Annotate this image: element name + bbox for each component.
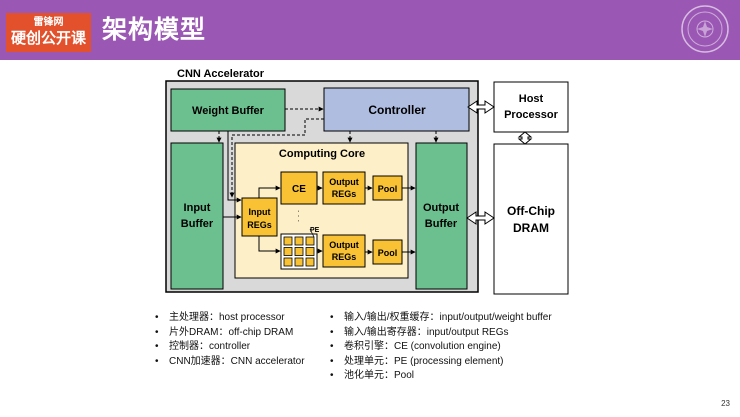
output-buffer-label-line1: Output — [423, 202, 459, 214]
logo-line1: 雷锋网 — [33, 17, 64, 28]
host-label-line2: Processor — [504, 109, 559, 121]
input-buffer-label-line2: Buffer — [181, 218, 214, 230]
list-item: 池化单元：Pool — [330, 369, 552, 384]
dram-label-line1: Off-Chip — [507, 204, 555, 218]
data-path-arrows — [223, 131, 416, 255]
notes-left: 主处理器：host processor 片外DRAM：off-chip DRAM… — [155, 311, 305, 369]
ce-block — [280, 171, 318, 205]
weight-buffer-label: Weight Buffer — [192, 105, 265, 117]
page-number: 23 — [721, 399, 730, 408]
input-buffer — [170, 142, 224, 290]
pool-bottom-label: Pool — [378, 248, 398, 258]
brand-logo: 雷锋网 硬创公开课 — [6, 13, 91, 52]
list-item: 处理单元：PE (processing element) — [330, 355, 552, 370]
controller-label: Controller — [368, 103, 426, 117]
logo-line2: 硬创公开课 — [10, 30, 86, 47]
input-regs — [241, 197, 278, 237]
weight-buffer — [170, 88, 286, 132]
output-regs-top-line1: Output — [329, 177, 359, 187]
output-regs-bottom — [322, 234, 366, 268]
list-item: 主处理器：host processor — [155, 311, 305, 326]
control-lines — [216, 106, 439, 198]
list-item: 卷积引擎：CE (convolution engine) — [330, 340, 552, 355]
output-regs-top — [322, 171, 366, 205]
university-seal-icon — [681, 5, 729, 53]
input-buffer-label-line1: Input — [184, 202, 211, 214]
off-chip-dram — [493, 143, 569, 295]
pe-array — [280, 228, 318, 270]
list-item: 控制器：controller — [155, 340, 305, 355]
input-regs-label-line2: REGs — [247, 220, 272, 230]
list-item: 输入/输出/权重缓存：input/output/weight buffer — [330, 311, 552, 326]
pool-top — [372, 175, 403, 201]
ce-dots: · · · — [294, 210, 303, 222]
dram-label-line2: DRAM — [513, 221, 549, 235]
output-regs-top-line2: REGs — [332, 189, 357, 199]
list-item: 输入/输出寄存器：input/output REGs — [330, 326, 552, 341]
ce-label: CE — [292, 184, 306, 195]
slide-title: 架构模型 — [102, 16, 207, 44]
output-regs-bottom-line2: REGs — [332, 252, 357, 262]
computing-core-label: Computing Core — [279, 148, 365, 160]
pe-label: PE — [310, 227, 320, 234]
host-processor — [493, 81, 569, 133]
controller — [323, 87, 470, 132]
pool-bottom — [372, 239, 403, 265]
output-buffer — [415, 142, 468, 290]
accelerator-label: CNN Accelerator — [177, 68, 265, 80]
host-label-line1: Host — [519, 93, 544, 105]
title-bar: 雷锋网 硬创公开课 架构模型 — [0, 0, 740, 60]
input-regs-label-line1: Input — [249, 207, 271, 217]
output-buffer-label-line2: Buffer — [425, 218, 458, 230]
output-regs-bottom-line1: Output — [329, 240, 359, 250]
notes-right: 输入/输出/权重缓存：input/output/weight buffer 输入… — [330, 311, 552, 384]
bus-arrows — [466, 100, 533, 225]
list-item: 片外DRAM：off-chip DRAM — [155, 326, 305, 341]
pool-top-label: Pool — [378, 184, 398, 194]
list-item: CNN加速器：CNN accelerator — [155, 355, 305, 370]
